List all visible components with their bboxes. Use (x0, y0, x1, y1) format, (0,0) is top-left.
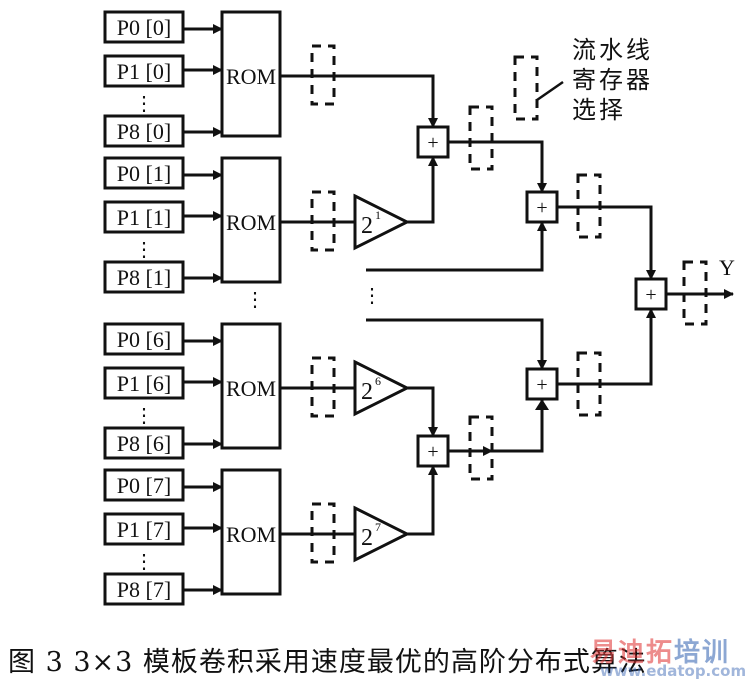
adder-symbol: + (645, 284, 656, 306)
wire-bit7-to-adder5 (407, 465, 438, 536)
wire-to-adder2 (366, 221, 547, 272)
middle-ellipsis: ⋮ (362, 285, 382, 307)
rom-label: ROM (226, 522, 276, 547)
rom-label: ROM (226, 376, 276, 401)
shifter-triangle (353, 505, 411, 563)
ellipsis: ⋮ (134, 239, 154, 261)
legend-text-line: 选择 (572, 96, 626, 124)
wire-adder4-to-final (557, 308, 656, 386)
input-label: P1 [6] (117, 371, 171, 396)
adder-symbol: + (427, 441, 438, 463)
adder-symbol: + (427, 132, 438, 154)
legend-text-line: 寄存器 (572, 66, 653, 94)
input-label: P8 [0] (117, 119, 171, 144)
input-label: P8 [1] (117, 265, 171, 290)
arrowhead (535, 399, 549, 410)
wire-bit1-to-adder1 (407, 156, 438, 224)
wire-adder2-to-final (557, 205, 656, 280)
ellipsis: ⋮ (134, 551, 154, 573)
rom-block (220, 156, 282, 284)
adder-1 (416, 125, 450, 159)
shifter-exponent: 6 (375, 374, 381, 388)
distributed-arithmetic-diagram: P0 [0] P1 [0] P8 [0] ⋮ ROM P0 [1] P1 [1] P8 [1]… (103, 10, 735, 606)
input-box (103, 426, 185, 460)
wire-bit6-to-adder5 (407, 386, 438, 437)
shifter-exponent: 1 (375, 208, 381, 222)
wire-adder5-to-adder4 (448, 399, 544, 453)
input-label: P0 [1] (117, 161, 171, 186)
adder-symbol: + (536, 374, 547, 396)
shifter-label: 2 (361, 379, 373, 405)
input-label: P0 [7] (117, 473, 171, 498)
legend-pipeline-register (513, 55, 539, 121)
rom-block (220, 10, 282, 138)
shifter-exponent: 7 (375, 520, 381, 534)
rom-label: ROM (226, 64, 276, 89)
ellipsis: ⋮ (134, 93, 154, 115)
group-ellipsis: ⋮ (245, 289, 265, 311)
input-box (103, 156, 185, 190)
pipeline-register (468, 415, 494, 481)
rom-label: ROM (226, 210, 276, 235)
input-box (103, 260, 185, 294)
shifter-label: 2 (361, 525, 373, 551)
figure-caption: 图 3 3×3 模板卷积采用速度最优的高阶分布式算法 (8, 647, 647, 678)
input-label: P8 [7] (117, 577, 171, 602)
adder-symbol: + (536, 197, 547, 219)
rom-group-bit0: P0 [0] P1 [0] P8 [0] ⋮ ROM (103, 10, 336, 148)
wire-adder1-to-adder2 (448, 140, 547, 193)
input-box (103, 114, 185, 148)
input-label: P1 [7] (117, 517, 171, 542)
pipeline-register (576, 351, 602, 417)
input-label: P0 [0] (117, 15, 171, 40)
legend-text-line: 流水线 (572, 36, 653, 64)
input-box (103, 468, 185, 502)
input-box (103, 322, 185, 356)
input-label: P1 [1] (117, 205, 171, 230)
legend-pointer (536, 80, 564, 102)
wire-to-adder4 (366, 318, 547, 370)
rom-block (220, 468, 282, 596)
rom-block (220, 322, 282, 450)
shifter-label: 2 (361, 213, 373, 239)
wire-bit0-to-adder1 (280, 74, 438, 128)
input-label: P8 [6] (117, 431, 171, 456)
input-box (103, 200, 185, 234)
shifter-triangle (353, 193, 411, 251)
pipeline-register (682, 260, 708, 326)
input-label: P0 [6] (117, 327, 171, 352)
ellipsis: ⋮ (134, 405, 154, 427)
input-label: P1 [0] (117, 59, 171, 84)
pipeline-register (576, 173, 602, 239)
shifter-triangle (353, 359, 411, 417)
input-box (103, 10, 185, 44)
pipeline-register (468, 105, 494, 171)
output-label: Y (719, 255, 735, 280)
watermark-text-blue: 培训 (674, 638, 731, 668)
